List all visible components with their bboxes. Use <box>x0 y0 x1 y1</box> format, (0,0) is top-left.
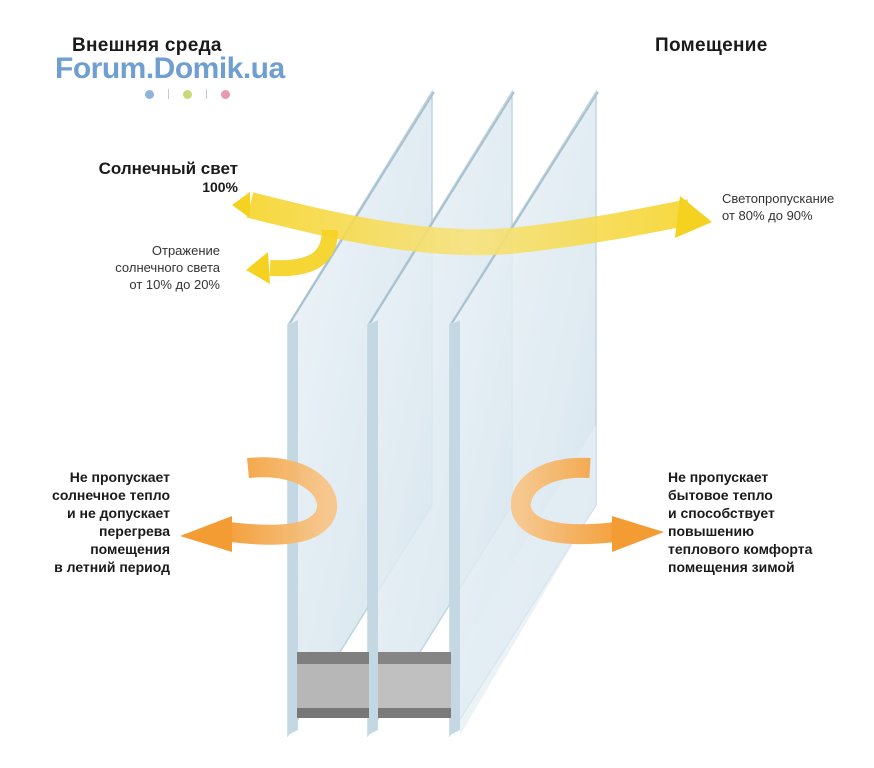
sunlight-percent: 100% <box>202 179 238 195</box>
transmission-label: Светопропускание от 80% до 90% <box>722 190 872 224</box>
heat-inside-line: повышению <box>668 523 755 539</box>
heat-outside-line: Не пропускает <box>69 469 170 485</box>
reflection-line: солнечного света <box>115 260 220 275</box>
reflection-line: от 10% до 20% <box>129 277 220 292</box>
reflection-arrow <box>246 229 338 284</box>
heat-arrow-inside <box>510 457 664 552</box>
heat-inside-line: Не пропускает <box>668 469 769 485</box>
room-heading: Помещение <box>655 35 768 56</box>
watermark-dot-green <box>183 89 192 99</box>
heat-inside-line: бытовое тепло <box>668 487 773 503</box>
watermark-separator <box>168 89 169 99</box>
heat-outside-line: и не допускает <box>67 505 170 521</box>
watermark-dot-pink <box>221 89 230 99</box>
heat-inside-label: Не пропускает бытовое тепло и способству… <box>668 468 868 576</box>
heat-outside-line: в летний период <box>54 559 170 575</box>
heat-arrow-outside <box>180 457 338 552</box>
transmission-line: от 80% до 90% <box>722 208 813 223</box>
watermark-dots <box>145 89 230 99</box>
heat-outside-line: перегрева <box>99 523 170 539</box>
sunlight-arrow <box>232 192 712 256</box>
reflection-line: Отражение <box>151 243 220 258</box>
heat-inside-line: теплового комфорта <box>668 541 813 557</box>
heat-inside-line: и способствует <box>668 505 775 521</box>
sunlight-title: Солнечный свет <box>98 159 238 178</box>
watermark-logo: Forum.Domik.ua <box>55 52 285 85</box>
sunlight-label: Солнечный свет 100% <box>40 160 238 196</box>
heat-outside-line: солнечное тепло <box>52 487 170 503</box>
heat-inside-line: помещения зимой <box>668 559 795 575</box>
reflection-label: Отражение солнечного света от 10% до 20% <box>60 242 220 293</box>
transmission-line: Светопропускание <box>722 191 835 206</box>
watermark-dot-blue <box>145 89 154 99</box>
spacer-frame <box>297 652 451 718</box>
heat-outside-label: Не пропускает солнечное тепло и не допус… <box>10 468 170 576</box>
heat-outside-line: помещения <box>90 541 170 557</box>
glass-pane-inner <box>449 89 599 738</box>
outside-heading: Внешняя среда <box>72 35 222 56</box>
watermark-separator <box>206 89 207 99</box>
